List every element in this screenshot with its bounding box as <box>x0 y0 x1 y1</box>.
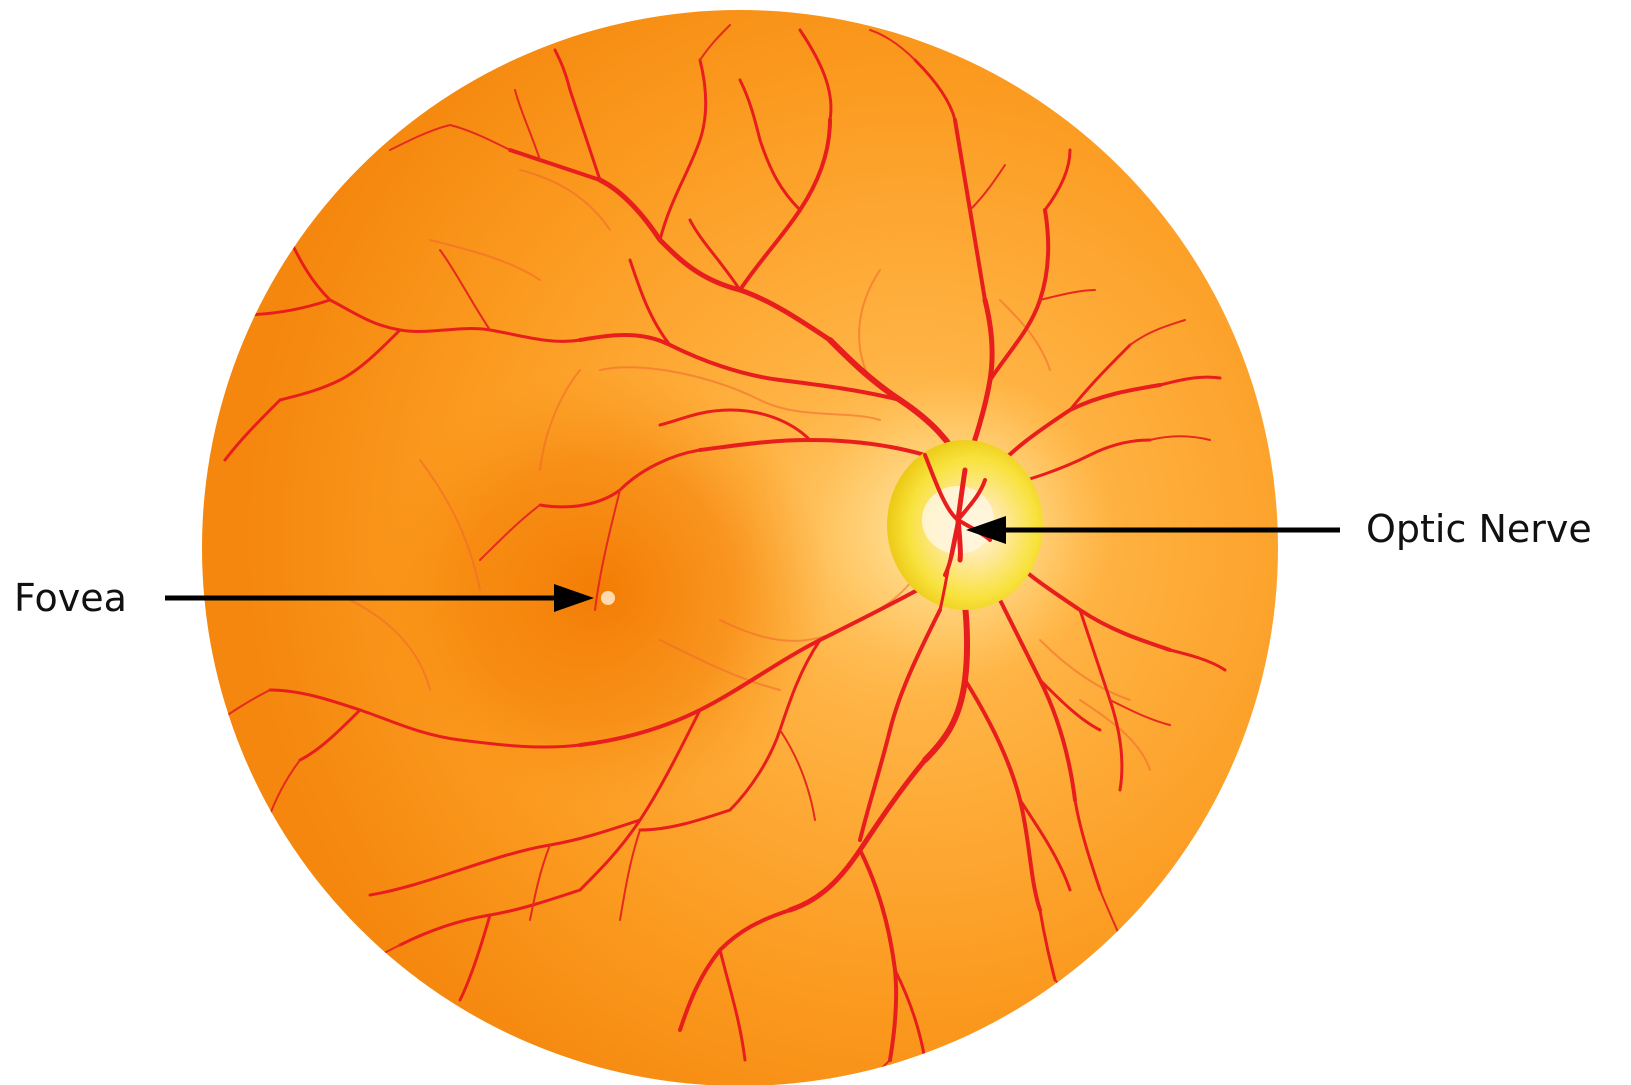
optic-nerve-label: Optic Nerve <box>1366 507 1592 551</box>
fovea-dot <box>601 591 615 605</box>
fovea-label: Fovea <box>14 576 127 620</box>
